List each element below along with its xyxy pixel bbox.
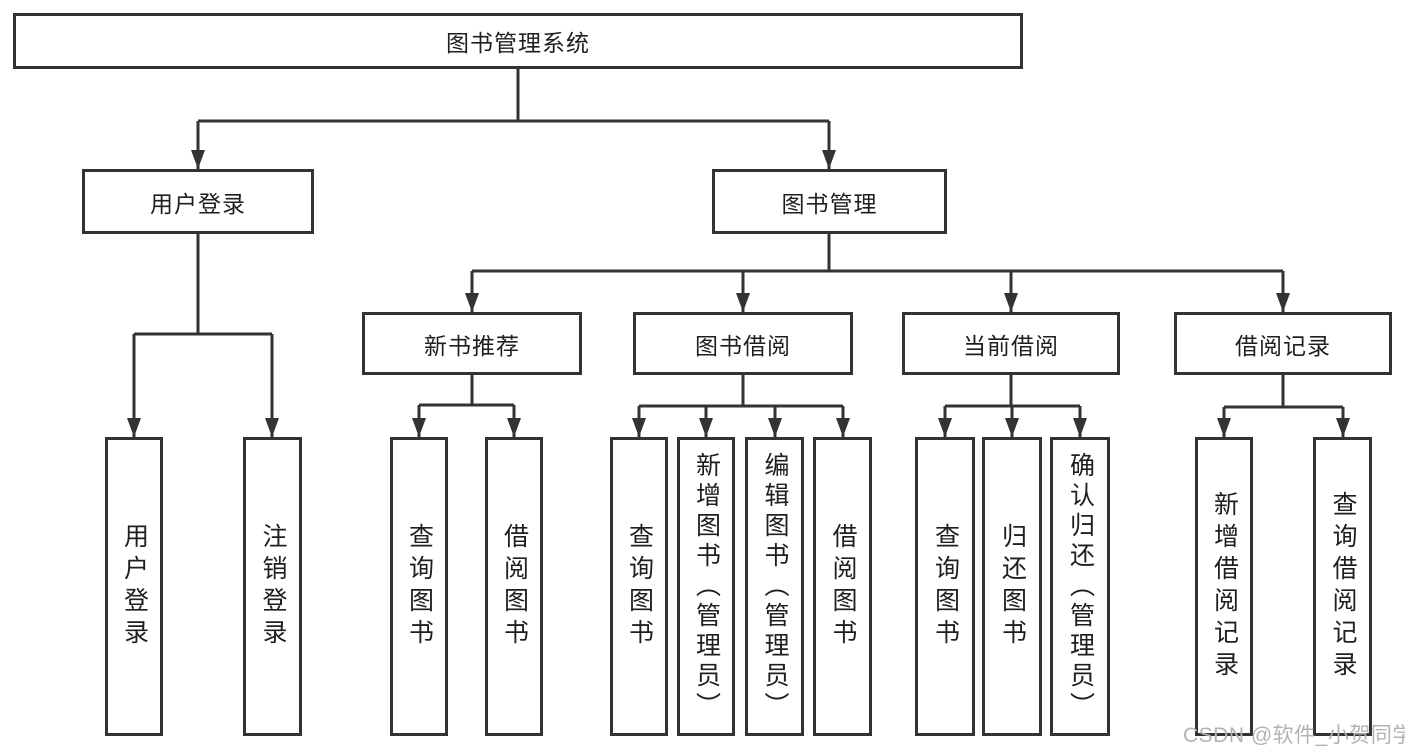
node-current-borrow-label: 当前借阅 bbox=[963, 332, 1059, 359]
node-book-management: 图书管理 bbox=[712, 169, 947, 234]
leaf-add-book-admin: 新增图书（管理员） bbox=[677, 437, 735, 736]
leaf-borrow-book-label: 借阅图书 bbox=[829, 522, 857, 651]
csdn-watermark: CSDN @软件_小贺同学 bbox=[1183, 724, 1405, 747]
leaf-current-query-book: 查询图书 bbox=[915, 437, 975, 736]
node-book-borrow: 图书借阅 bbox=[633, 312, 853, 375]
node-book-borrow-label: 图书借阅 bbox=[695, 332, 791, 359]
leaf-borrow-book: 借阅图书 bbox=[813, 437, 872, 736]
leaf-logout-label: 注销登录 bbox=[259, 522, 287, 651]
leaf-recommend-borrow-book-label: 借阅图书 bbox=[500, 522, 529, 651]
leaf-recommend-borrow-book: 借阅图书 bbox=[485, 437, 543, 736]
node-new-book-recommend-label: 新书推荐 bbox=[424, 332, 520, 359]
leaf-edit-book-admin: 编辑图书（管理员） bbox=[745, 437, 804, 736]
leaf-logout: 注销登录 bbox=[243, 437, 302, 736]
leaf-add-book-admin-label: 新增图书（管理员） bbox=[692, 451, 721, 722]
leaf-return-book: 归还图书 bbox=[982, 437, 1042, 736]
node-borrow-records: 借阅记录 bbox=[1174, 312, 1392, 375]
node-new-book-recommend: 新书推荐 bbox=[362, 312, 582, 375]
leaf-add-borrow-record-label: 新增借阅记录 bbox=[1210, 490, 1239, 683]
leaf-return-book-label: 归还图书 bbox=[998, 522, 1027, 651]
leaf-confirm-return-admin-label: 确认归还（管理员） bbox=[1066, 451, 1095, 722]
leaf-borrow-query-book-label: 查询图书 bbox=[625, 522, 654, 651]
leaf-query-borrow-record: 查询借阅记录 bbox=[1313, 437, 1372, 736]
leaf-borrow-query-book: 查询图书 bbox=[610, 437, 668, 736]
node-root-label: 图书管理系统 bbox=[446, 30, 590, 56]
leaf-add-borrow-record: 新增借阅记录 bbox=[1195, 437, 1253, 736]
leaf-edit-book-admin-label: 编辑图书（管理员） bbox=[761, 451, 789, 722]
leaf-recommend-query-book-label: 查询图书 bbox=[405, 522, 434, 651]
leaf-recommend-query-book: 查询图书 bbox=[390, 437, 448, 736]
leaf-confirm-return-admin: 确认归还（管理员） bbox=[1050, 437, 1110, 736]
leaf-user-login-label: 用户登录 bbox=[120, 522, 149, 651]
node-borrow-records-label: 借阅记录 bbox=[1235, 332, 1331, 359]
node-user-login-label: 用户登录 bbox=[150, 190, 246, 217]
node-current-borrow: 当前借阅 bbox=[902, 312, 1120, 375]
node-root: 图书管理系统 bbox=[13, 13, 1023, 69]
leaf-query-borrow-record-label: 查询借阅记录 bbox=[1329, 490, 1357, 683]
leaf-current-query-book-label: 查询图书 bbox=[931, 522, 960, 651]
node-book-management-label: 图书管理 bbox=[781, 190, 878, 217]
leaf-user-login: 用户登录 bbox=[105, 437, 163, 736]
node-user-login: 用户登录 bbox=[82, 169, 314, 234]
